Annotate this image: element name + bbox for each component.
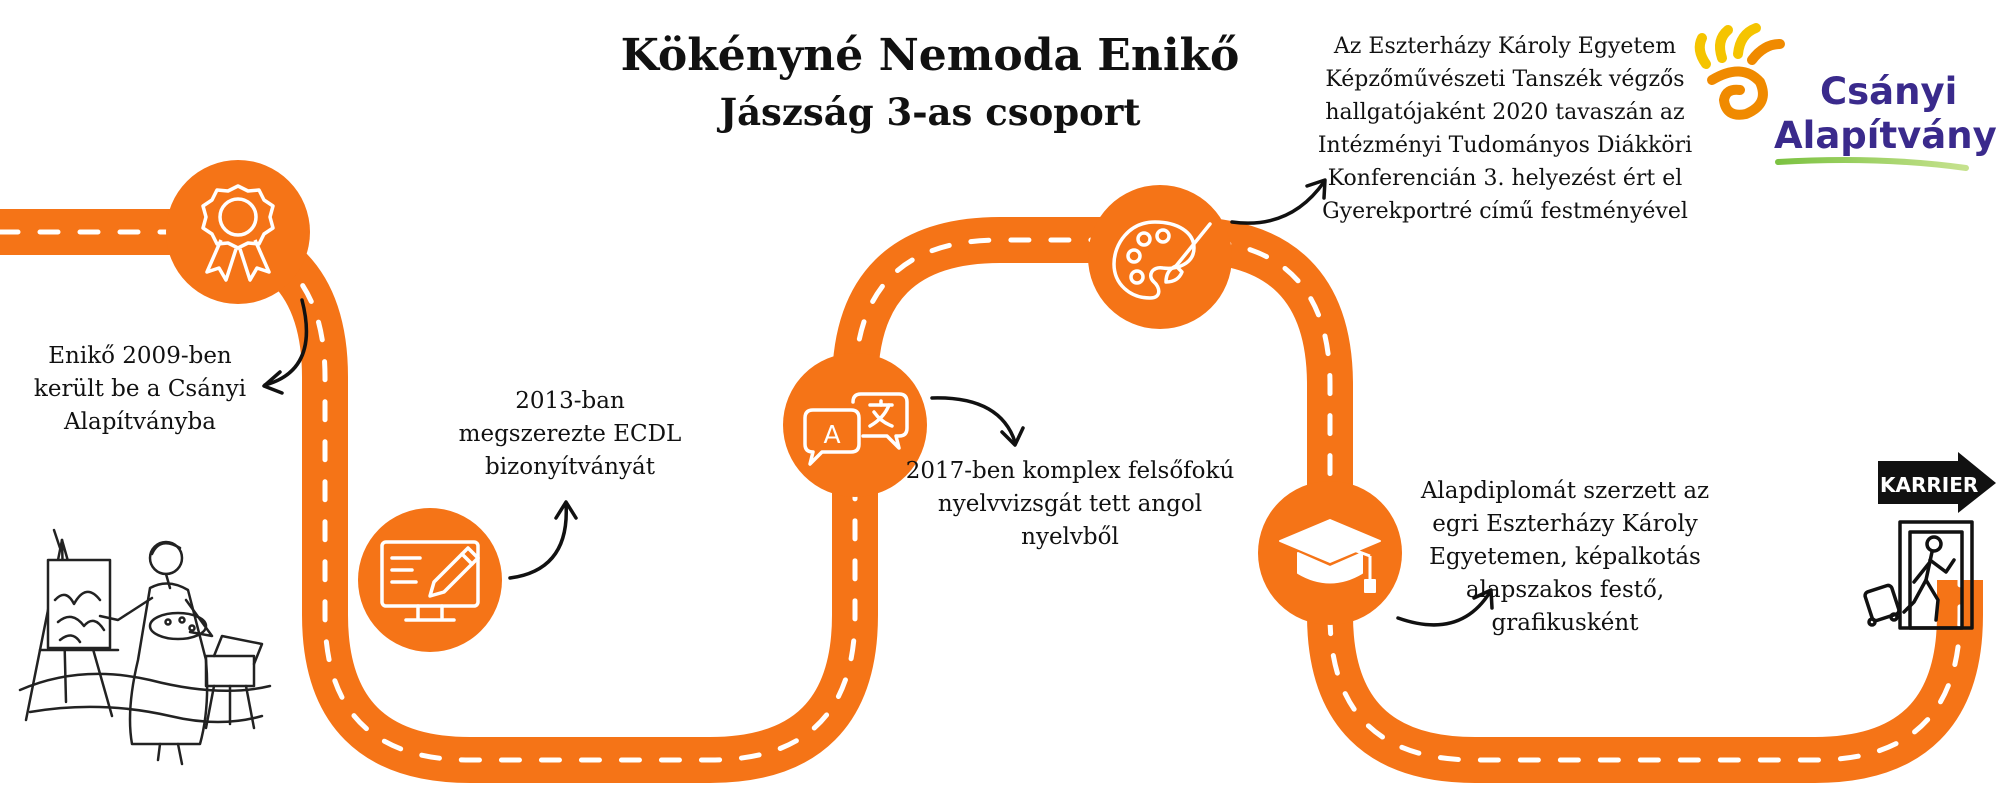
computer-edit-icon — [380, 540, 480, 622]
language-translate-icon: A — [803, 392, 909, 466]
milestone-4-text: Az Eszterházy Károly Egyetem Képzőművész… — [1317, 34, 1693, 224]
milestone-5-text: Alapdiplomát szerzett az egri Eszterházy… — [1420, 478, 1710, 636]
logo-line-1: Csányi — [1820, 70, 1957, 113]
painter-at-easel-icon — [18, 528, 272, 766]
csanyi-logo: Csányi Alapítvány — [1694, 23, 1997, 171]
milestone-4 — [1088, 185, 1232, 329]
karrier-label: KARRIER — [1880, 473, 1978, 497]
road — [0, 209, 1983, 783]
milestone-1-text: Enikő 2009-ben került be a Csányi Alapít… — [33, 343, 247, 435]
graduation-cap-icon — [1279, 519, 1381, 593]
logo-line-2: Alapítvány — [1774, 114, 1997, 157]
svg-text:A: A — [823, 420, 840, 449]
award-ribbon-icon — [201, 184, 275, 282]
milestone-3: A — [783, 353, 927, 497]
milestone-2-text: 2013-ban megszerezte ECDL bizonyítványát — [458, 388, 682, 480]
sun-icon — [1694, 23, 1785, 120]
art-palette-icon — [1112, 220, 1212, 300]
connector-arrows — [262, 178, 1494, 627]
milestone-5 — [1258, 481, 1402, 625]
karrier-sign — [1863, 452, 1996, 630]
page-title: Kökényné Nemoda Enikő — [620, 30, 1240, 81]
milestone-1 — [166, 160, 310, 304]
exit-door-traveler-icon — [1863, 520, 1974, 630]
milestone-3-text: 2017-ben komplex felsőfokú nyelvvizsgát … — [905, 458, 1235, 550]
logo-underline — [1775, 157, 1969, 171]
group-subtitle: Jászság 3-as csoport — [719, 90, 1141, 134]
milestone-2 — [358, 508, 502, 652]
